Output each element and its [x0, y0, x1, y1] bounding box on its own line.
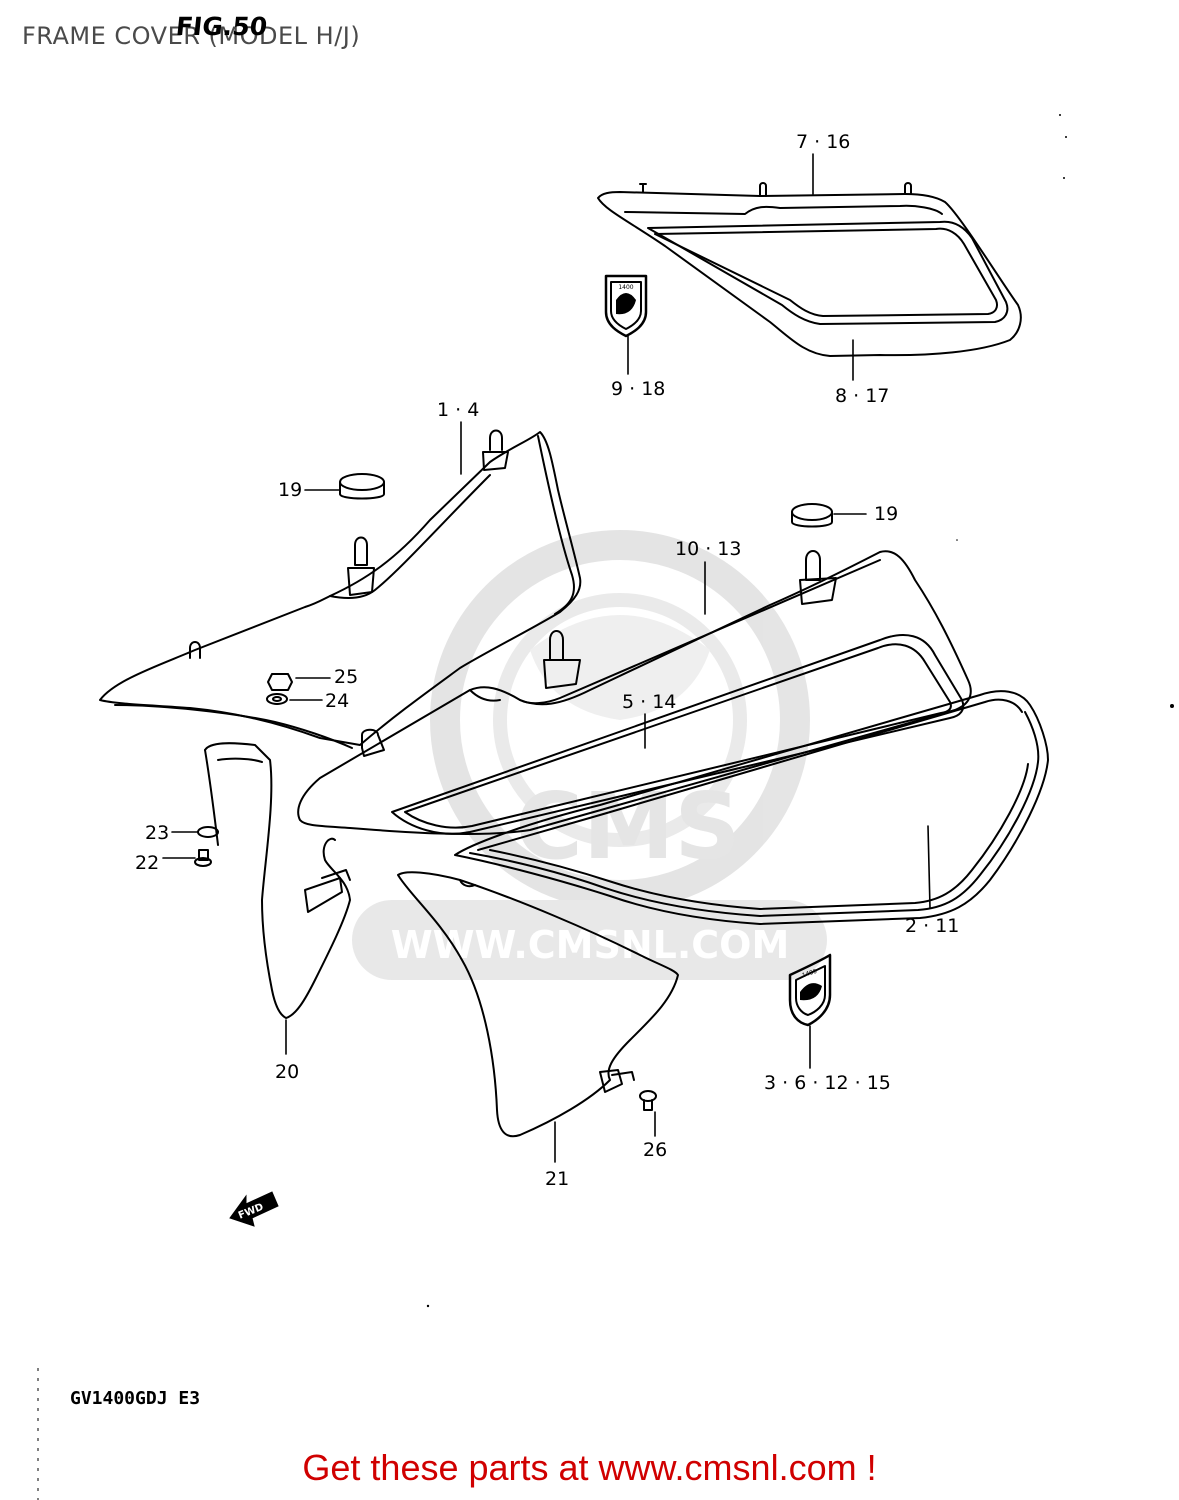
model-code: GV1400GDJ E3 [70, 1388, 201, 1409]
part-label-22: 22 [135, 852, 159, 874]
part-label-19-left: 19 [278, 479, 302, 501]
right-lower-cover [397, 871, 679, 1138]
main-frame-cover [297, 550, 972, 835]
watermark-url: WWW.CMSNL.COM [391, 923, 790, 967]
washer-24 [266, 693, 288, 705]
bolt-22 [194, 849, 212, 867]
part-label-20: 20 [275, 1061, 299, 1083]
scan-marks [37, 114, 1174, 1500]
part-label-19-right: 19 [874, 503, 898, 525]
part-label-26: 26 [643, 1139, 667, 1161]
part-label-2-11: 2 · 11 [905, 915, 959, 937]
emblem-badge-lower [788, 953, 832, 1027]
part-label-5-14: 5 · 14 [622, 691, 676, 713]
figure-number: FIG.50 [174, 12, 269, 41]
page-title: FRAME COVER (MODEL H/J) [22, 22, 361, 50]
washer-23 [197, 826, 219, 838]
left-lower-cover [204, 742, 351, 1019]
nut-25 [267, 673, 293, 691]
screw-26 [639, 1090, 657, 1111]
watermark-cms: CMS [515, 773, 740, 880]
part-label-24: 24 [325, 690, 349, 712]
badge-text-lower: 1400 [801, 968, 818, 979]
part-label-7-16: 7 · 16 [796, 131, 850, 153]
lower-trim-panel [454, 690, 1049, 925]
part-label-25: 25 [334, 666, 358, 688]
emblem-badge-upper [604, 274, 648, 338]
badge-text-upper: 1400 [618, 284, 633, 291]
leader-lines [162, 153, 931, 1163]
rear-frame-cover [597, 182, 1022, 357]
part-label-10-13: 10 · 13 [675, 538, 741, 560]
grommet-right [791, 503, 833, 528]
part-label-9-18: 9 · 18 [611, 378, 665, 400]
cta-link-text[interactable]: Get these parts at www.cmsnl.com ! [302, 1447, 877, 1488]
grommet-left [339, 473, 385, 500]
part-label-21: 21 [545, 1168, 569, 1190]
part-label-3-6-12-15: 3 · 6 · 12 · 15 [764, 1072, 891, 1094]
forward-direction-arrow: FWD [229, 1191, 279, 1227]
part-label-8-17: 8 · 17 [835, 385, 889, 407]
left-frame-cover [99, 429, 582, 749]
part-label-23: 23 [145, 822, 169, 844]
part-label-1-4: 1 · 4 [437, 399, 479, 421]
